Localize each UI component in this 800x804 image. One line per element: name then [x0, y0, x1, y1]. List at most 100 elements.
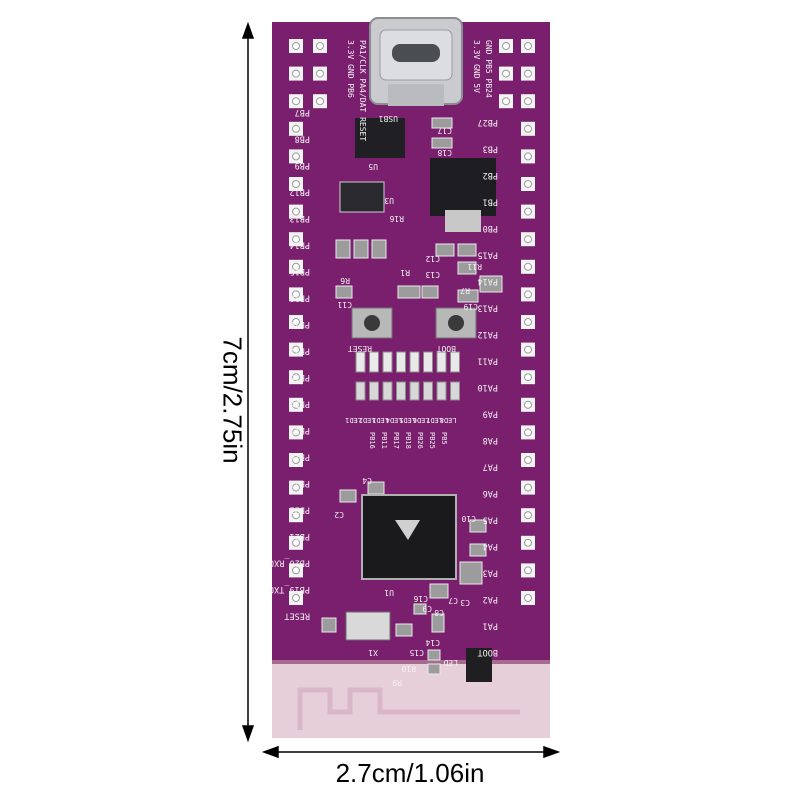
pad-hole: [316, 97, 324, 106]
smd-part: [457, 261, 477, 275]
silkscreen-text: LED: [443, 658, 458, 667]
silkscreen-text: PB27: [478, 117, 498, 127]
silkscreen-text: PB21: [290, 531, 310, 541]
smd-part: [431, 613, 445, 633]
pad-hole: [292, 290, 300, 299]
smd-part: [427, 649, 441, 661]
silkscreen-text: PB25: [428, 432, 436, 449]
led-row: [355, 351, 460, 401]
pad-hole: [502, 42, 510, 50]
silkscreen-text: C11: [337, 300, 352, 309]
led-resistor: [423, 381, 433, 401]
reset-button: [351, 307, 393, 339]
width-label: 2.7cm/1.06in: [335, 758, 485, 788]
silkscreen-text: C16: [413, 594, 428, 603]
smd-part: [435, 243, 455, 257]
boot-button: [435, 307, 477, 339]
silkscreen-text: PA14: [478, 276, 498, 286]
led-resistor: [355, 381, 366, 401]
silkscreen-text: PA2: [483, 594, 498, 604]
silkscreen-text: PA8: [483, 435, 498, 445]
pad-hole: [524, 594, 532, 602]
silkscreen-text: BOOT: [437, 344, 456, 353]
smd-part: [457, 289, 479, 303]
pad-hole: [292, 566, 300, 575]
silkscreen-text: PA7: [483, 462, 498, 472]
silkscreen-text: C14: [425, 638, 440, 647]
silkscreen-text: PB3: [483, 144, 498, 154]
silkscreen-text: LED6: [413, 416, 430, 424]
silkscreen-text: LED1: [345, 416, 362, 424]
pad-hole: [292, 594, 300, 602]
smd-part: [321, 617, 337, 633]
pad-hole: [524, 290, 532, 299]
silkscreen-text: PB13: [290, 213, 310, 223]
pad-hole: [292, 124, 300, 133]
pad-hole: [292, 345, 300, 354]
silkscreen-text: LED8: [440, 416, 457, 424]
silkscreen-text: PB18: [290, 372, 310, 382]
silkscreen-labels: PB7PB8PB9PB12PB13PB14PB15PB10PB16PB17PB1…: [269, 40, 498, 687]
pad-hole: [292, 428, 300, 437]
silkscreen-text: RESET: [348, 344, 372, 353]
silkscreen-text: R6: [340, 276, 350, 285]
silkscreen-text: U5: [368, 162, 378, 171]
silkscreen-text: PA1/CLK PA4/DAT RESET: [358, 40, 367, 141]
silkscreen-text: PA4: [483, 541, 498, 551]
pad-hole: [292, 235, 300, 244]
ic-u3: [339, 181, 385, 213]
silkscreen-text: PB19_TX0: [269, 584, 310, 594]
smd-part: [353, 239, 369, 259]
arrow-left-icon: [261, 745, 279, 759]
regulator-tab: [445, 210, 481, 232]
arrow-down-icon: [241, 725, 255, 743]
silkscreen-text: PB11: [380, 432, 388, 449]
silkscreen-text: PB16: [290, 319, 310, 329]
led-resistor: [409, 381, 420, 401]
height-label: 7cm/2.75in: [217, 336, 248, 464]
silkscreen-text: PA6: [483, 488, 498, 498]
silkscreen-text: R7: [460, 286, 470, 295]
silkscreen-text: C10: [461, 514, 476, 523]
pad-hole: [524, 69, 532, 78]
pad-hole: [524, 97, 532, 106]
silkscreen-text: LED3: [372, 416, 389, 424]
smd-part: [431, 137, 453, 149]
silkscreen-text: C2: [334, 510, 344, 519]
arrow-right-icon: [543, 745, 561, 759]
silkscreen-text: PB5: [440, 432, 448, 445]
smd-part: [339, 489, 357, 503]
silkscreen-text: PB26: [416, 432, 424, 449]
voltage-regulator: [430, 158, 496, 216]
pad-hole: [524, 262, 532, 271]
silkscreen-text: U1: [384, 588, 394, 597]
silkscreen-text: PB9: [295, 160, 310, 170]
silkscreen-text: PB15: [290, 266, 310, 276]
silkscreen-text: PB12: [290, 187, 310, 197]
right-header-pads: [499, 39, 535, 605]
silkscreen-text: PB17: [290, 346, 310, 356]
pad-hole: [524, 428, 532, 437]
smd-part: [469, 519, 487, 533]
pad-hole: [292, 42, 300, 50]
smd-components: [321, 117, 503, 675]
smd-part: [335, 239, 351, 259]
ic-u5: [355, 118, 405, 158]
crystal-x1: [345, 611, 391, 641]
silkscreen-text: PB14: [290, 240, 310, 250]
smd-part: [371, 239, 387, 259]
silkscreen-text: PB23: [290, 478, 310, 488]
silkscreen-text: C15: [409, 648, 424, 657]
led-component: [355, 351, 366, 373]
silkscreen-text: PB7: [295, 107, 310, 117]
height-dimension: 7cm/2.75in: [214, 200, 250, 600]
silkscreen-text: LED4: [386, 416, 403, 424]
silkscreen-text: BOOT: [478, 647, 498, 657]
pad-hole: [524, 345, 532, 354]
pad-hole: [292, 152, 300, 161]
smd-part: [413, 603, 427, 615]
pcb: [272, 17, 550, 738]
pad-hole: [316, 69, 324, 78]
usb-c-connector: [369, 17, 463, 106]
